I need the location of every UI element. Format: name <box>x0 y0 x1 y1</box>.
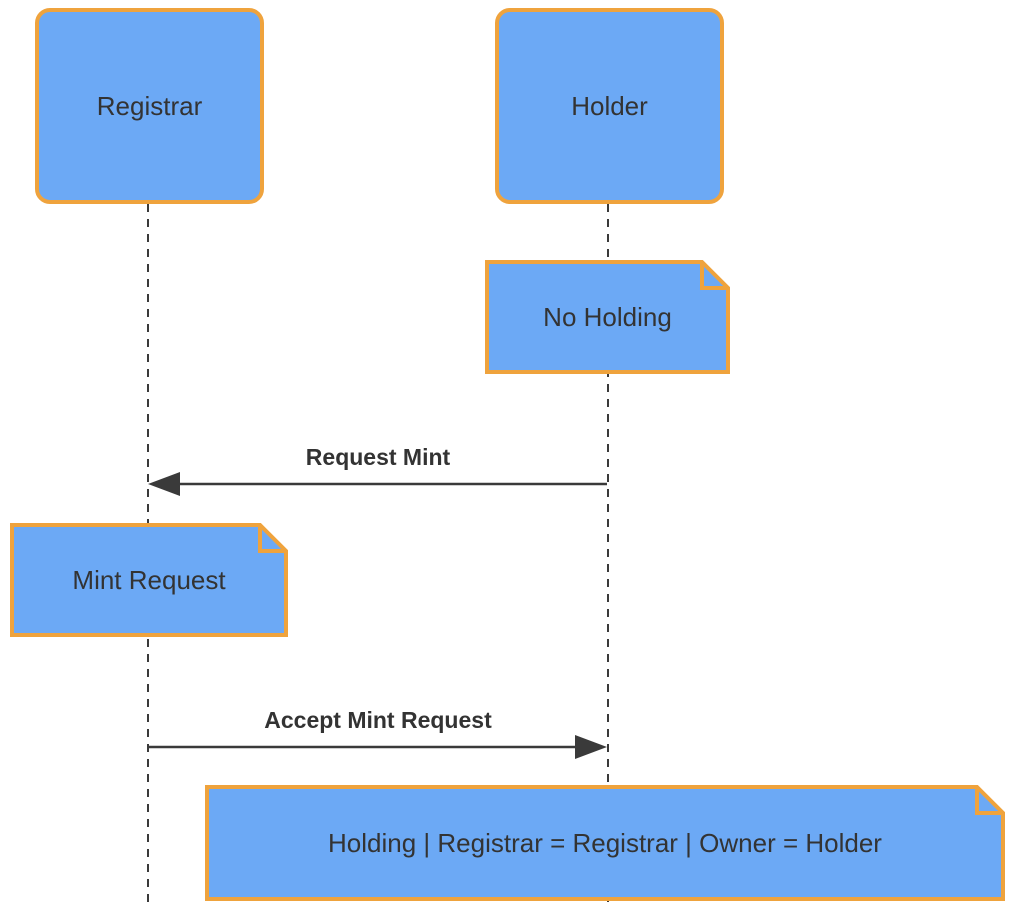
message-arrow-request-mint[interactable] <box>148 472 607 496</box>
message-label-accept-mint-request: Accept Mint Request <box>264 707 492 733</box>
note-mint-request[interactable]: Mint Request <box>10 523 288 637</box>
actor-box-registrar[interactable]: Registrar <box>35 8 264 204</box>
lifeline-holder <box>607 204 609 909</box>
note-text: Holding | Registrar = Registrar | Owner … <box>328 827 882 858</box>
actor-label-registrar: Registrar <box>96 90 203 121</box>
note-fold-icon <box>975 787 1003 815</box>
note-shape <box>205 785 1005 901</box>
note-text: No Holding <box>543 301 672 332</box>
note-shape <box>485 260 730 374</box>
arrowhead-left-icon <box>148 472 180 496</box>
note-no-holding[interactable]: No Holding <box>485 260 730 374</box>
note-holding-result[interactable]: Holding | Registrar = Registrar | Owner … <box>205 785 1005 901</box>
note-fold-icon <box>700 262 728 290</box>
note-text: Mint Request <box>72 564 226 595</box>
note-shape <box>10 523 288 637</box>
arrowhead-right-icon <box>575 735 607 759</box>
actor-label-holder: Holder <box>571 90 648 121</box>
message-label-request-mint: Request Mint <box>305 444 451 470</box>
note-fold-icon <box>258 525 286 553</box>
actor-box-holder[interactable]: Holder <box>495 8 724 204</box>
message-arrow-accept-mint-request[interactable] <box>148 735 607 759</box>
